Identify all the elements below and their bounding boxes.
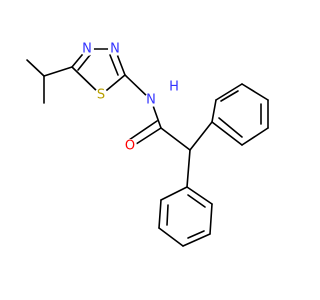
bond-phenyl-upper-1: [211, 121, 243, 146]
bond-phenyl-upper-4: [241, 83, 269, 101]
bond-methyl-upper: [26, 59, 45, 77]
bond-isopropyl-ring: [43, 66, 73, 77]
bond-phenyl-upper-2: [241, 127, 269, 146]
bond-layer: [26, 48, 269, 247]
bond-phenyl-lower-5: [209, 203, 213, 235]
bond-phenyl-lower-double-3: [187, 194, 206, 208]
bond-phenyl-upper-6: [211, 99, 217, 123]
bond-phenyl-lower-3: [158, 227, 184, 247]
bond-carbonyl-o-2: [128, 120, 158, 141]
atom-o: O: [125, 139, 135, 154]
bond-phenyl-lower-4: [182, 233, 211, 247]
bond-carbonyl-ch: [160, 127, 191, 151]
atom-nh-n: N: [146, 93, 156, 108]
bond-ch-phenyl-upper: [189, 121, 213, 151]
bond-phenyl-upper-double-3: [220, 90, 239, 102]
bond-phenyl-lower-double-1: [166, 204, 169, 226]
bond-carbonyl-o-1: [132, 127, 162, 147]
atom-s-ring: S: [97, 88, 105, 103]
atom-n-ring-upper: N: [82, 42, 92, 57]
bond-phenyl-upper-5: [215, 83, 243, 101]
bond-n3-c2-inner: [109, 54, 119, 76]
bond-phenyl-lower-2: [158, 199, 162, 229]
bond-phenyl-lower-double-2: [187, 230, 205, 239]
bond-c5-n4-inner: [77, 54, 91, 71]
atom-nh-h: H: [169, 80, 179, 95]
bond-ch-phenyl-lower: [186, 149, 191, 188]
bond-phenyl-lower-1: [160, 186, 188, 201]
bond-phenyl-lower-6: [186, 186, 213, 205]
bond-phenyl-upper-double-1: [218, 117, 243, 138]
atom-layer: N N S N H O: [80, 42, 181, 154]
atom-n-ring-right: N: [110, 42, 120, 57]
molecule-structure: N N S N H O: [26, 42, 269, 247]
